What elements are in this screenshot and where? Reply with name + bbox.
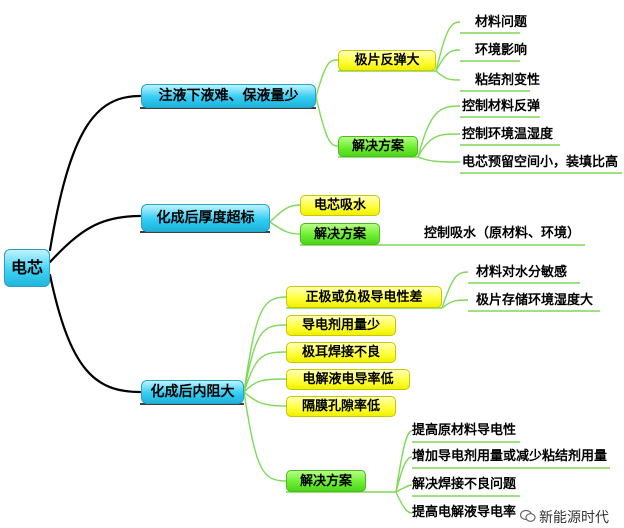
solution-node-b1[interactable]: 解决方案 — [338, 136, 418, 157]
leaf-b1-sub2-1: 控制材料反弹 — [462, 99, 541, 114]
edge-root-b1 — [48, 94, 142, 252]
edge-root-b2 — [48, 214, 142, 264]
item-node-conductive-agent[interactable]: 导电剂用量少 — [286, 315, 396, 336]
item-node-separator[interactable]: 隔膜孔隙率低 — [286, 396, 396, 417]
root-node[interactable]: 电芯 — [4, 249, 50, 287]
solution-node-b2[interactable]: 解决方案 — [300, 223, 380, 245]
item-node-tab-welding[interactable]: 极耳焊接不良 — [286, 342, 396, 363]
sub-node-poor-conductivity[interactable]: 正极或负极导电性差 — [286, 286, 442, 308]
leaf-b1-sub1-3: 粘结剂变性 — [475, 73, 541, 88]
wechat-icon — [519, 509, 536, 526]
leaf-b1-sub2-2: 控制环境温湿度 — [462, 127, 554, 142]
solution-node-b3[interactable]: 解决方案 — [286, 470, 366, 492]
edge-root-b3 — [48, 273, 142, 394]
leaf-b1-sub1-1: 材料问题 — [475, 15, 528, 30]
leaf-b3-sub1-1: 材料对水分敏感 — [476, 265, 568, 280]
leaf-b3-sub2-2: 增加导电剂用量或减少粘结剂用量 — [412, 449, 608, 464]
leaf-b1-sub2-3: 电芯预留空间小，装填比高 — [462, 155, 619, 170]
leaf-b3-sub2-4: 提高电解液导电率 — [412, 505, 517, 520]
leaf-b2-sub2-1: 控制吸水（原材料、环境） — [424, 226, 581, 241]
branch-node-resistance[interactable]: 化成后内阻大 — [141, 380, 244, 404]
leaf-b3-sub2-1: 提高原材料导电性 — [412, 423, 517, 438]
leaf-b1-sub1-2: 环境影响 — [475, 43, 528, 58]
watermark-text: 新能源时代 — [539, 510, 609, 526]
sub-node-water-absorption[interactable]: 电芯吸水 — [300, 195, 380, 216]
leaf-b3-sub2-3: 解决焊接不良问题 — [412, 477, 517, 492]
branch-node-thickness[interactable]: 化成后厚度超标 — [141, 204, 270, 232]
branch-node-liquid-injection[interactable]: 注液下液难、保液量少 — [141, 84, 316, 108]
sub-node-electrode-rebound[interactable]: 极片反弹大 — [338, 50, 436, 71]
item-node-electrolyte[interactable]: 电解液电导率低 — [286, 369, 410, 390]
watermark: 新能源时代 — [519, 507, 609, 527]
leaf-b3-sub1-2: 极片存储环境湿度大 — [476, 293, 594, 308]
